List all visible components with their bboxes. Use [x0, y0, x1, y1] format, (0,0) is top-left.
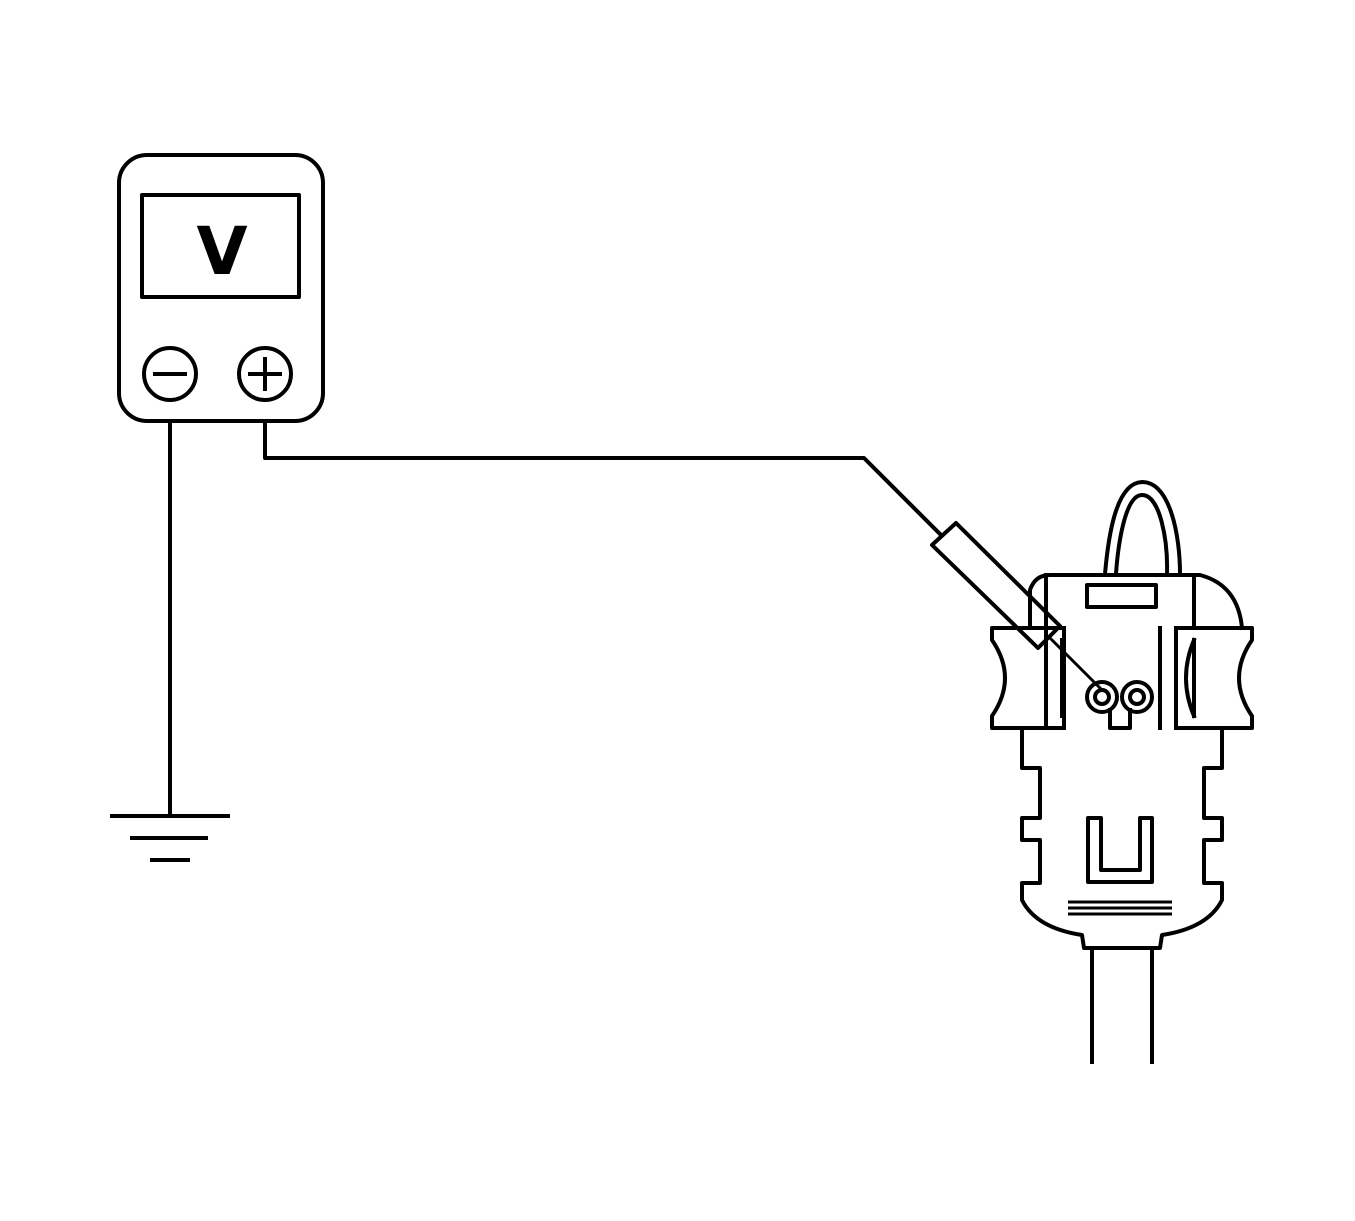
voltmeter-display-label: V [196, 213, 247, 290]
test-probe-icon [930, 521, 1103, 691]
plus-icon [237, 346, 293, 402]
positive-lead-wire [263, 419, 944, 538]
connector-latch-slot [1085, 583, 1158, 609]
ground-icon [110, 814, 230, 862]
voltmeter-display [140, 193, 301, 299]
connector-lower-body [1020, 726, 1224, 950]
voltmeter-body [117, 153, 325, 423]
minus-icon [142, 346, 198, 402]
voltmeter: V [117, 153, 325, 423]
connector-u-marking [1086, 816, 1154, 884]
terminal-cavities [1085, 680, 1154, 730]
connector-ribs [1068, 900, 1172, 916]
connector-wire-loop [1102, 480, 1183, 577]
connector-upper-housing [1028, 573, 1245, 631]
connector-right-ear [1174, 626, 1254, 730]
connector-left-ear [990, 626, 1066, 730]
harness-connector [990, 480, 1254, 1064]
